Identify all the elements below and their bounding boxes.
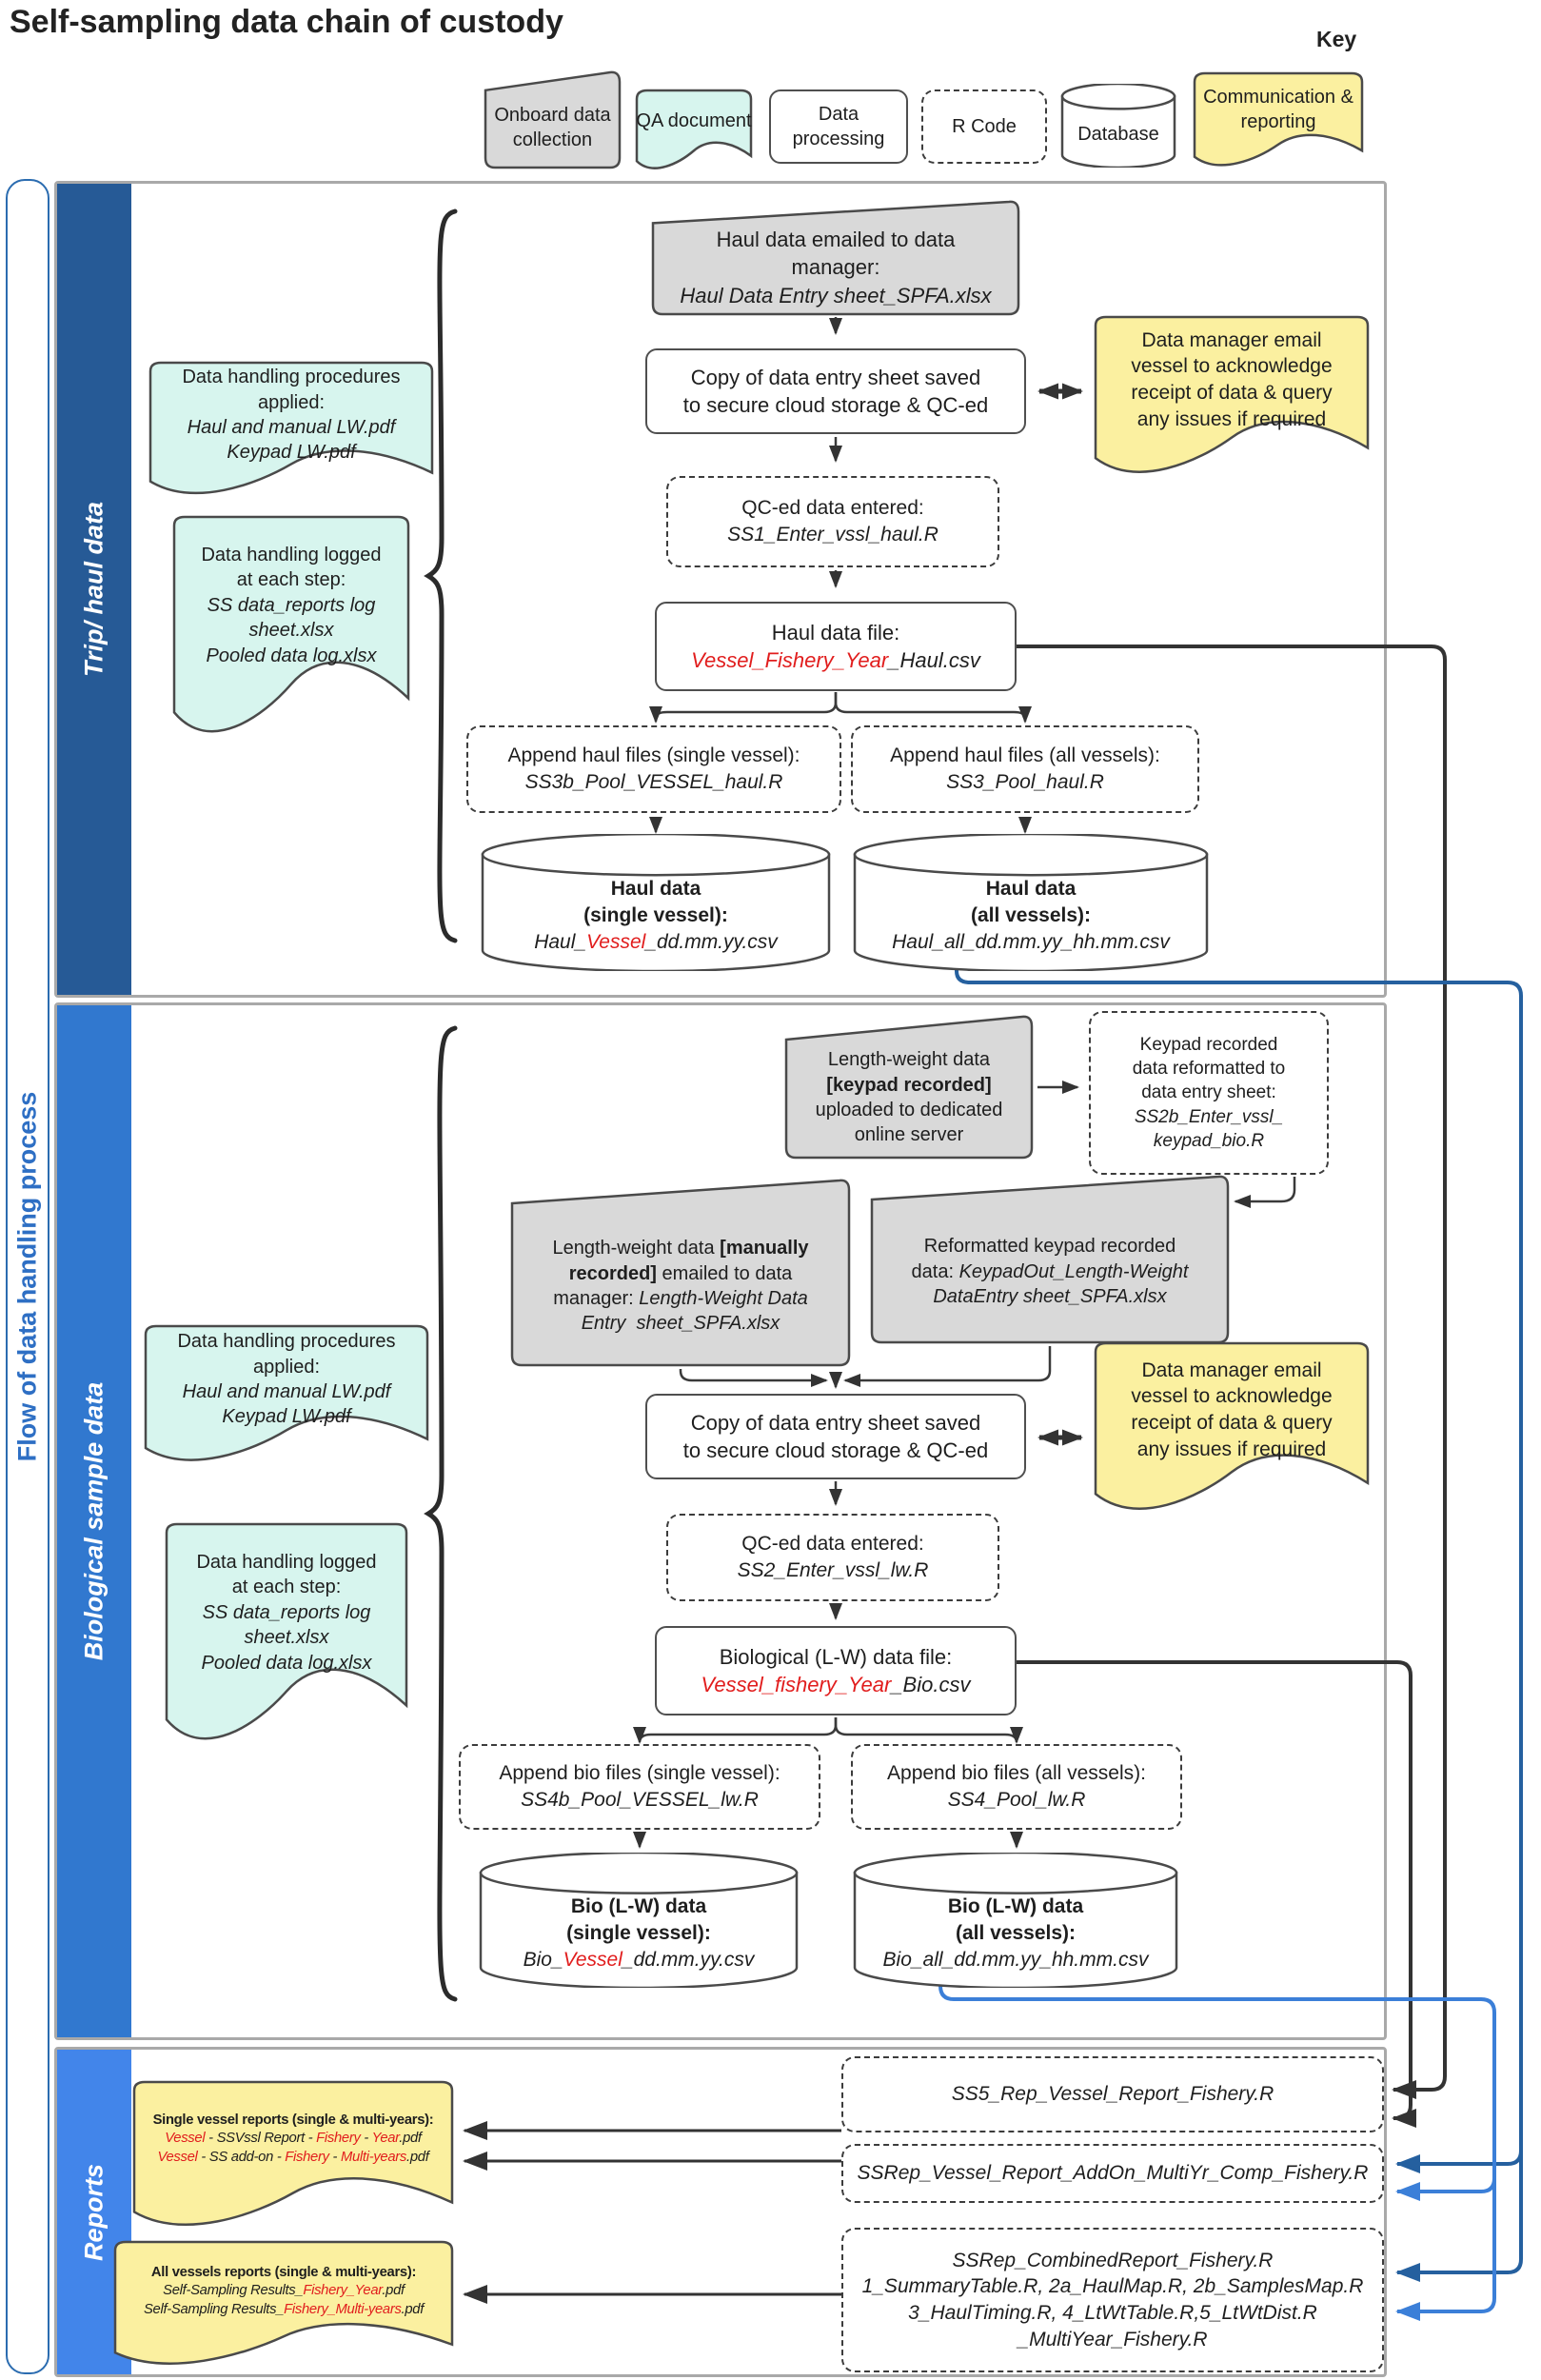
append-haul-single-node: Append haul files (single vessel):SS3b_P…	[466, 725, 841, 813]
key-onboard-data-collection: Onboard data collection	[484, 70, 622, 169]
keypad-upload-node: Length-weight data[keypad recorded]uploa…	[784, 1015, 1034, 1160]
append-bio-single-node: Append bio files (single vessel):SS4b_Po…	[459, 1744, 820, 1830]
bio-data-all-db: Bio (L-W) data(all vessels):Bio_all_dd.m…	[853, 1853, 1178, 1988]
qc-data-entered-haul-node: QC-ed data entered:SS1_Enter_vssl_haul.R	[666, 476, 999, 567]
bio-data-file-node: Biological (L-W) data file:Vessel_fisher…	[655, 1626, 1017, 1716]
connector-hauldb-combined	[955, 960, 1523, 2282]
connector-biofile-appendbiosingle	[633, 1717, 838, 1744]
key-qa-document: QA document	[634, 88, 754, 175]
haul-data-single-db: Haul data(single vessel):Haul_Vessel_dd.…	[481, 834, 831, 971]
qc-data-entered-lw-node: QC-ed data entered:SS2_Enter_vssl_lw.R	[666, 1514, 999, 1601]
bio-data-single-db: Bio (L-W) data(single vessel):Bio_Vessel…	[479, 1853, 799, 1988]
key-database: Database	[1060, 84, 1176, 168]
key-label: Key	[1316, 27, 1357, 51]
page-title: Self-sampling data chain of custody	[10, 4, 563, 40]
haul-data-file-node: Haul data file:Vessel_Fishery_Year_Haul.…	[655, 602, 1017, 691]
brace-trip	[424, 208, 458, 943]
key-r-code: R Code	[921, 89, 1047, 164]
brace-bio	[424, 1025, 458, 2002]
section-bio-bar: Biological sample data	[57, 1005, 131, 2037]
section-trip-bar: Trip/ haul data	[57, 184, 131, 995]
key-data-processing: Data processing	[769, 89, 908, 164]
flow-rail: Flow of data handling process	[6, 179, 49, 2374]
ss5-report-code-node: SS5_Rep_Vessel_Report_Fishery.R	[841, 2056, 1384, 2132]
addon-report-code-node: SSRep_Vessel_Report_AddOn_MultiYr_Comp_F…	[841, 2144, 1384, 2203]
connector-biodb-combined	[938, 1971, 1496, 2321]
connector-haulfile-ss5	[1017, 645, 1447, 2099]
connector-hauldb-addon	[1395, 2150, 1523, 2173]
append-bio-all-node: Append bio files (all vessels):SS4_Pool_…	[851, 1744, 1182, 1830]
connector-reformatted-merge	[843, 1346, 1052, 1387]
connector-biofile-appendbioall	[834, 1717, 1023, 1744]
single-vessel-reports-node: Single vessel reports (single & multi-ye…	[131, 2079, 455, 2237]
connector-biodb-addon	[1395, 2177, 1496, 2201]
connector-manual-merge	[679, 1369, 828, 1387]
connector-haulfile-appendsingle	[649, 692, 838, 724]
connector-reformatcode-reformatted	[1234, 1177, 1296, 1208]
all-vessels-reports-node: All vessels reports (single & multi-year…	[112, 2239, 455, 2374]
connector-biofile-ss5	[1017, 1660, 1416, 2128]
haul-data-all-db: Haul data(all vessels):Haul_all_dd.mm.yy…	[853, 834, 1209, 971]
key-communication-reporting: Communication & reporting	[1192, 70, 1365, 173]
append-haul-all-node: Append haul files (all vessels):SS3_Pool…	[851, 725, 1199, 813]
connector-haulfile-appendall	[834, 692, 1032, 724]
